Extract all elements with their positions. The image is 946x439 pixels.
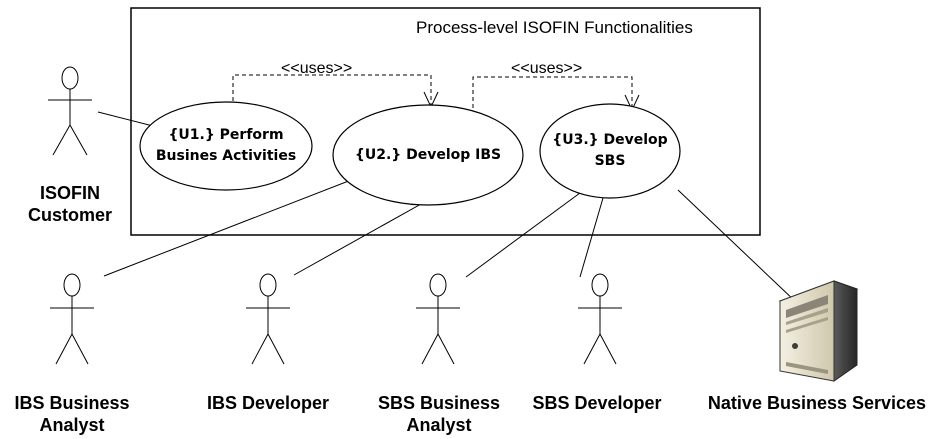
association-sbsdev-u3	[579, 197, 604, 278]
use-case-u2-label: {U2.} Develop IBS	[354, 147, 502, 163]
use-case-u3-label: {U3.} Develop SBS	[550, 130, 670, 172]
actor-isofin-customer-line1: ISOFIN	[39, 183, 100, 203]
actor-sbs-developer-icon	[578, 273, 622, 365]
actor-sbs-business-analyst-icon	[416, 273, 460, 365]
actor-isofin-customer-line2: Customer	[27, 205, 112, 225]
association-sbsba-u3	[465, 189, 585, 278]
actor-isofin-customer-label: ISOFIN Customer	[20, 182, 120, 226]
association-ibsba-u2	[103, 174, 365, 277]
use-case-u1	[139, 101, 313, 191]
actor-isofin-customer-icon	[48, 66, 92, 156]
association-customer-u1	[97, 111, 154, 127]
use-case-u3-line2: SBS	[594, 153, 626, 169]
association-native-u3	[677, 189, 798, 304]
actor-ibs-business-analyst-icon	[50, 273, 94, 365]
actor-ibs-business-analyst-line2: Analyst	[39, 415, 105, 435]
use-case-u3	[539, 103, 681, 199]
use-case-u1-line1: {U1.} Perform	[168, 127, 284, 143]
use-case-u1-line2: Busines Activities	[155, 148, 297, 164]
uses-dependency-u1-u2	[232, 74, 432, 107]
actor-ibs-business-analyst-line1: IBS Business	[14, 393, 130, 413]
uses-dependency-u2-u3	[472, 76, 633, 110]
uses-label-1: <<uses>>	[281, 60, 353, 77]
system-boundary	[130, 7, 761, 236]
actor-sbs-developer-label: SBS Developer	[532, 393, 662, 413]
actor-native-business-services-label: Native Business Services	[707, 393, 927, 413]
actor-sbs-business-analyst-label: SBS Business Analyst	[366, 392, 512, 436]
actor-sbs-business-analyst-line1: SBS Business	[377, 393, 501, 413]
actor-ibs-developer-label: IBS Developer	[206, 393, 330, 413]
system-boundary-title: Process-level ISOFIN Functionalities	[416, 18, 693, 37]
use-case-u2	[332, 104, 524, 206]
association-ibsdev-u2	[293, 198, 431, 276]
uses-label-2: <<uses>>	[511, 60, 583, 77]
use-case-u1-label: {U1.} Perform Busines Activities	[146, 125, 306, 167]
actor-sbs-business-analyst-line2: Analyst	[406, 415, 472, 435]
actor-ibs-business-analyst-label: IBS Business Analyst	[2, 392, 142, 436]
server-tower-icon	[778, 280, 859, 382]
use-case-u3-line1: {U3.} Develop	[552, 132, 668, 148]
actor-ibs-developer-icon	[246, 273, 290, 365]
